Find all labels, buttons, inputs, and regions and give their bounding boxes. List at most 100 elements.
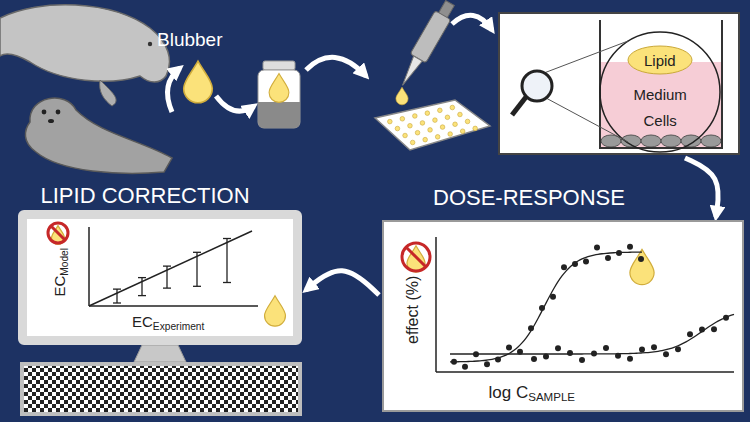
data-point [594,244,600,250]
well [420,121,425,126]
y-axis [435,237,437,372]
cell [641,135,661,147]
data-point [687,331,693,337]
well [400,116,405,121]
error-bar-cap [113,288,121,289]
label-group: ECExperiment [132,314,204,331]
flow-arrow [306,271,379,295]
subscript: Experiment [153,321,205,332]
error-bar [226,239,227,283]
node-graphic [500,14,738,153]
lipid-drop [630,249,654,284]
data-point [616,250,622,256]
well [460,129,465,134]
well [433,118,438,123]
seal-eye [42,110,47,115]
data-point [699,327,705,333]
data-point [567,350,573,356]
data-point [615,353,621,359]
zoom-line [546,98,628,142]
data-point [495,357,501,363]
data-point [627,356,633,362]
layer-label: Cells [644,112,677,129]
error-bar-cap [138,277,146,278]
seal-nose [48,119,54,123]
well [448,132,453,137]
data-point [531,356,537,362]
error-bar-cap [223,282,231,283]
label: EC [132,313,153,330]
jar-drop [269,74,289,103]
data-point [627,244,633,250]
error-bar [116,289,117,303]
flow-arrow [216,96,254,111]
blubber-drop [184,61,213,103]
model-line [89,231,252,306]
error-bar-cap [113,302,121,303]
error-bar-cap [163,265,171,266]
error-bar-cap [138,295,146,296]
zoom-circle [600,32,720,152]
error-bar [196,252,197,286]
well [440,125,445,130]
well [465,119,470,124]
dose-curve [450,252,642,362]
well-bottom [599,147,723,149]
panel-heading: DOSE-RESPONSE [433,185,625,210]
panel-heading: LIPID CORRECTION [41,183,250,208]
lipid-drop [265,296,286,326]
label-group: ECModel [52,247,69,296]
data-point [663,351,669,357]
well [450,105,455,110]
no-lipid-slash [406,247,426,267]
well [408,123,413,128]
error-bar-cap [163,287,171,288]
well [395,126,400,131]
seal [25,98,172,173]
data-point [484,361,490,367]
x-axis [436,371,734,373]
flow-arrow [168,68,181,112]
well [415,130,420,135]
data-point [591,350,597,356]
well [410,140,415,145]
well-plate [375,100,490,150]
seal-eye [56,110,61,115]
jar-tissue [258,102,300,128]
data-point [550,294,556,300]
dugong-flipper [100,80,116,106]
layer-label: Lipid [644,52,676,69]
data-point [539,305,545,311]
cell [661,135,681,147]
error-bar [166,266,167,288]
no-lipid-slash [51,226,65,240]
data-point [517,349,523,355]
dugong [0,5,169,82]
monitor-stand [134,345,186,362]
dugong-eye [148,42,152,46]
well-plate-wells [388,105,478,145]
well [423,137,428,142]
data-point [651,344,657,350]
axis-label: effect (%) [404,276,421,344]
x-axis [89,305,258,307]
flow-arrow [306,57,366,76]
well-wall [721,20,723,148]
subscript: SAMPLE [528,391,575,403]
well [453,122,458,127]
data-point [555,345,561,351]
error-bar-cap [223,238,231,239]
dose-curve [450,314,734,354]
label-group: log CSAMPLE [489,384,576,403]
data-point [583,259,589,265]
data-point [561,264,567,270]
well [458,112,463,117]
pipette-drop [396,87,408,105]
magnifier-handle [512,97,526,115]
error-bar [141,278,142,296]
no-lipid-ring [402,243,430,271]
well [435,135,440,140]
